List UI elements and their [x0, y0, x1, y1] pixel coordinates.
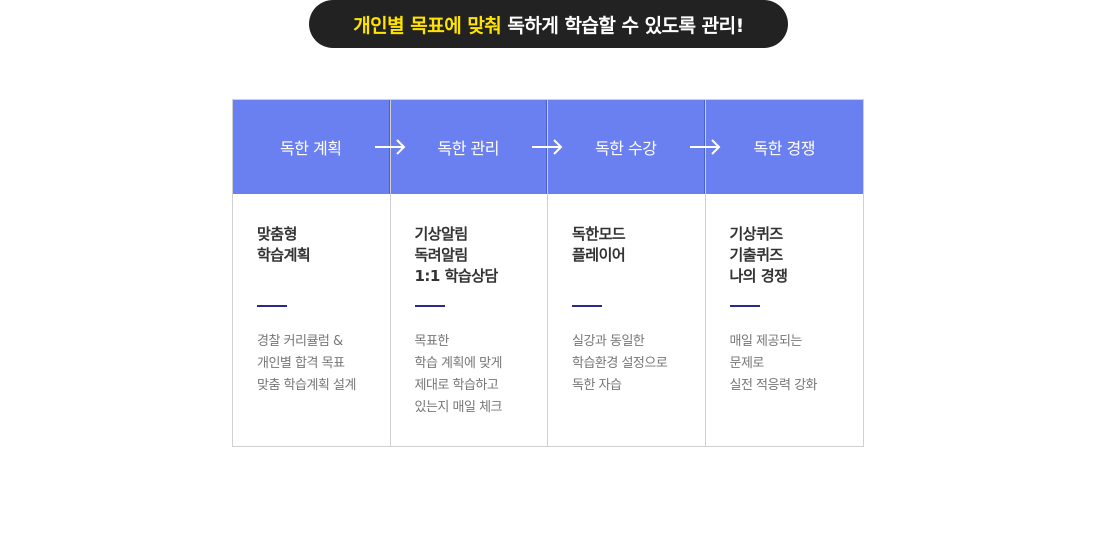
step-header-label: 독한 관리 — [437, 139, 500, 158]
step-desc-line: 학습환경 설정으로 — [572, 356, 668, 371]
step-header-study: 독한 수강 — [548, 100, 720, 194]
step-desc-line: 학습 계획에 맞게 — [414, 356, 503, 371]
step-desc-line: 목표한 — [414, 334, 450, 349]
step-title-line: 1:1 학습상담 — [414, 267, 499, 285]
steps-table: 독한 계획 맞춤형 학습계획 경찰 커리큘럼 & 개인별 합격 목표 맞춤 학습… — [232, 99, 864, 447]
banner-highlight: 개인별 목표에 맞춰 — [353, 14, 502, 37]
step-title: 기상알림 독려알림 1:1 학습상담 — [415, 224, 548, 287]
step-title-line: 기상퀴즈 — [729, 225, 784, 243]
banner-text: 독하게 학습할 수 있도록 관리! — [501, 14, 744, 37]
step-body: 기상알림 독려알림 1:1 학습상담 목표한 학습 계획에 맞게 제대로 학습하… — [391, 194, 548, 419]
accent-divider — [572, 305, 602, 307]
step-title-line: 나의 경쟁 — [729, 267, 788, 285]
step-title-line: 기출퀴즈 — [729, 246, 784, 264]
arrow-right-icon — [374, 139, 405, 155]
step-title-line: 학습계획 — [257, 246, 311, 264]
step-column-plan: 독한 계획 맞춤형 학습계획 경찰 커리큘럼 & 개인별 합격 목표 맞춤 학습… — [233, 100, 405, 446]
step-header-label: 독한 수강 — [595, 139, 657, 158]
step-header-compete: 독한 경쟁 — [705, 100, 863, 194]
step-body: 기상퀴즈 기출퀴즈 나의 경쟁 매일 제공되는 문제로 실전 적응력 강화 — [706, 194, 864, 397]
step-header-label: 독한 계획 — [280, 139, 342, 158]
accent-divider — [257, 305, 287, 307]
step-desc-line: 실전 적응력 강화 — [729, 378, 818, 393]
step-desc-line: 있는지 매일 체크 — [414, 400, 503, 415]
step-desc-line: 맞춤 학습계획 설계 — [257, 378, 356, 393]
step-body: 독한모드 플레이어 실강과 동일한 학습환경 설정으로 독한 자습 — [548, 194, 705, 397]
accent-divider — [729, 305, 760, 307]
step-body: 맞춤형 학습계획 경찰 커리큘럼 & 개인별 합격 목표 맞춤 학습계획 설계 — [233, 194, 390, 397]
step-header-manage: 독한 관리 — [390, 100, 563, 194]
step-title: 기상퀴즈 기출퀴즈 나의 경쟁 — [730, 224, 864, 287]
step-title-line: 독려알림 — [414, 246, 469, 264]
step-description: 목표한 학습 계획에 맞게 제대로 학습하고 있는지 매일 체크 — [415, 331, 548, 419]
arrow-right-icon — [689, 139, 720, 155]
step-description: 실강과 동일한 학습환경 설정으로 독한 자습 — [572, 331, 705, 397]
banner-pill: 개인별 목표에 맞춰 독하게 학습할 수 있도록 관리! — [309, 0, 788, 48]
step-title-line: 독한모드 — [572, 225, 626, 243]
step-header-plan: 독한 계획 — [233, 100, 405, 194]
step-desc-line: 실강과 동일한 — [572, 334, 645, 349]
step-description: 경찰 커리큘럼 & 개인별 합격 목표 맞춤 학습계획 설계 — [257, 331, 390, 397]
step-desc-line: 문제로 — [729, 356, 765, 371]
step-title-line: 기상알림 — [414, 225, 469, 243]
step-title: 독한모드 플레이어 — [572, 224, 705, 287]
step-column-compete: 독한 경쟁 기상퀴즈 기출퀴즈 나의 경쟁 매일 제공되는 문제로 실전 적응력… — [705, 100, 864, 446]
step-title-line: 맞춤형 — [257, 225, 297, 243]
step-column-study: 독한 수강 독한모드 플레이어 실강과 동일한 학습환경 설정으로 독한 자습 — [548, 100, 720, 446]
step-column-manage: 독한 관리 기상알림 독려알림 1:1 학습상담 목표한 학습 계획에 맞게 제… — [390, 100, 563, 446]
step-description: 매일 제공되는 문제로 실전 적응력 강화 — [730, 331, 864, 397]
arrow-right-icon — [532, 139, 563, 155]
step-desc-line: 개인별 합격 목표 — [257, 356, 345, 371]
step-desc-line: 매일 제공되는 — [729, 334, 803, 349]
accent-divider — [414, 305, 445, 307]
step-title-line: 플레이어 — [572, 246, 626, 264]
step-desc-line: 독한 자습 — [572, 378, 622, 393]
step-desc-line: 경찰 커리큘럼 & — [257, 334, 343, 349]
step-title: 맞춤형 학습계획 — [257, 224, 390, 287]
step-header-label: 독한 경쟁 — [753, 139, 816, 158]
step-desc-line: 제대로 학습하고 — [414, 378, 499, 393]
